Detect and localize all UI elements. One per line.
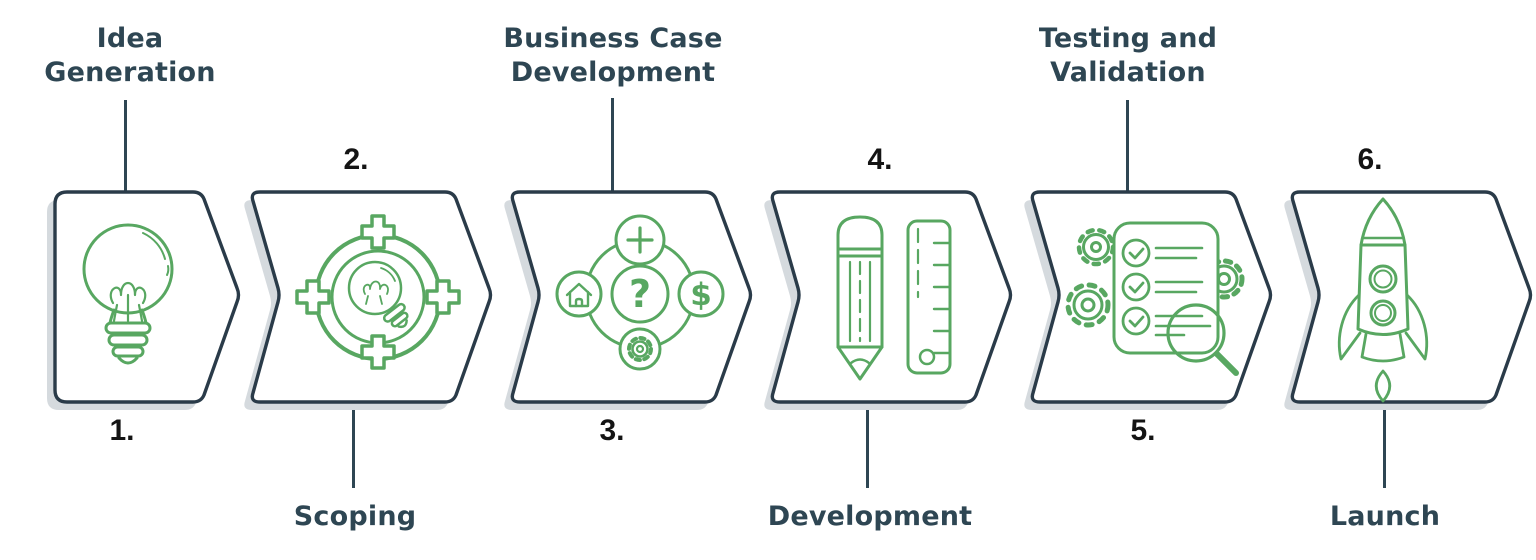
step-3-label: Business Case Development xyxy=(503,23,723,88)
step-4-number: 4. xyxy=(867,143,893,176)
step-5-number: 5. xyxy=(1130,414,1156,447)
step-5-label: Testing and Validation xyxy=(1038,23,1218,88)
checklist-row xyxy=(1121,238,1204,268)
target-lightbulb-icon xyxy=(295,214,461,370)
step-1-connector-line xyxy=(124,100,127,192)
rocket-icon xyxy=(1337,197,1429,403)
step-1-label: Idea Generation xyxy=(44,23,216,88)
checklist-gears-magnifier-icon xyxy=(1065,221,1245,376)
dollar-circle xyxy=(677,270,725,318)
question-circle xyxy=(610,264,670,324)
step-6-label: Launch xyxy=(1329,501,1441,532)
gear-icon xyxy=(1065,282,1111,328)
magnifier-icon xyxy=(1166,303,1239,376)
step-6-connector-line xyxy=(1383,404,1386,488)
svg-text:$: $ xyxy=(690,277,712,313)
step-2-label: Scoping xyxy=(293,501,417,532)
lightbulb-icon xyxy=(82,223,174,365)
svg-text:?: ? xyxy=(629,272,651,316)
step-2-connector-line xyxy=(352,404,355,488)
checklist-row xyxy=(1121,272,1204,302)
pencil-icon xyxy=(836,215,884,381)
decision-circles-icon: $ ? xyxy=(555,214,725,371)
step-1-number: 1. xyxy=(109,414,135,447)
ruler-icon xyxy=(906,219,952,375)
step-5-connector-line xyxy=(1126,100,1129,192)
step-4-label: Development xyxy=(767,501,973,532)
step-4-connector-line xyxy=(866,404,869,488)
checklist-row xyxy=(1121,306,1212,337)
pencil-ruler-icon xyxy=(836,215,952,381)
step-6-chevron xyxy=(1284,190,1533,410)
step-3-number: 3. xyxy=(599,414,625,447)
gear-icon xyxy=(1076,227,1116,267)
step-3-connector-line xyxy=(611,98,614,192)
step-2-number: 2. xyxy=(343,143,369,176)
step-6-number: 6. xyxy=(1357,143,1383,176)
home-circle xyxy=(555,270,603,318)
